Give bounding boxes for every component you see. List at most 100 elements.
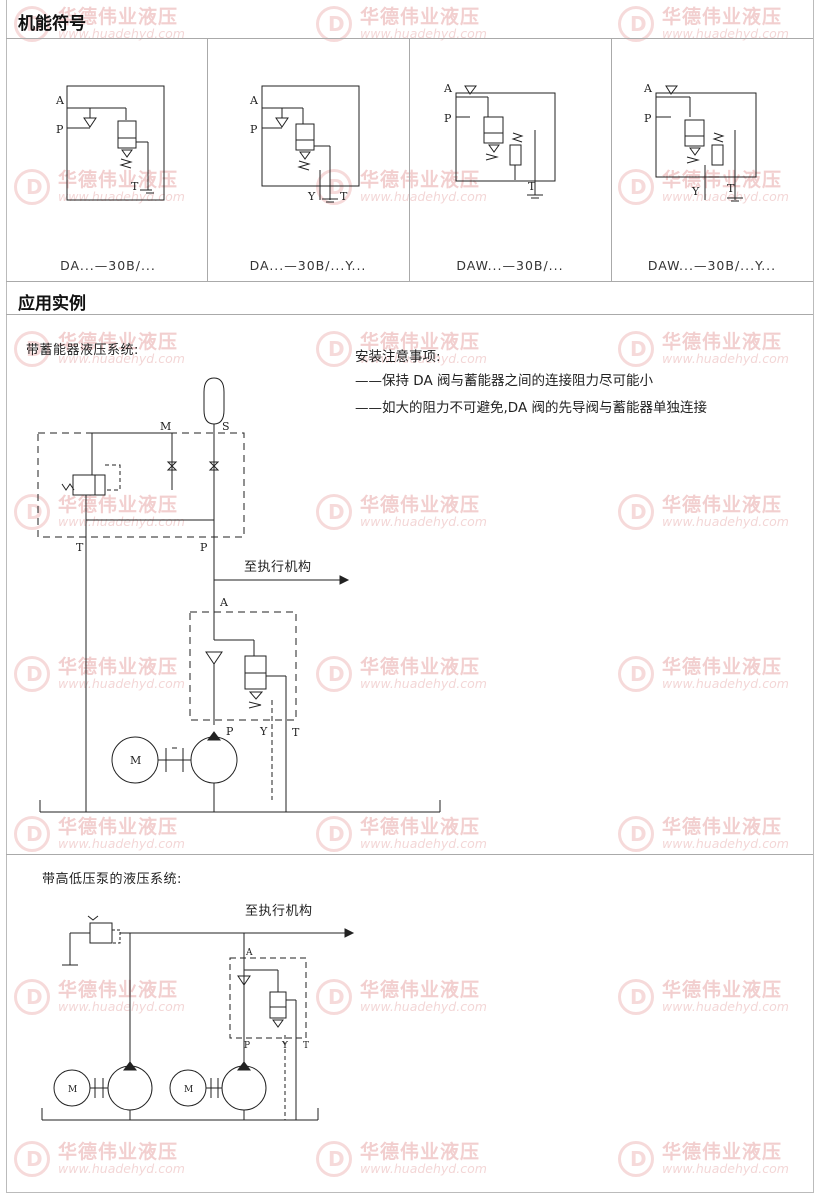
port-label-y: Y (281, 1041, 289, 1051)
watermark-logo-icon (14, 331, 50, 367)
watermark-logo-icon (316, 656, 352, 692)
watermark-logo-icon (14, 1141, 50, 1177)
port-label-t: T (303, 1041, 309, 1051)
port-label-y: Y (691, 185, 700, 198)
high-low-pump-caption: 带高低压泵的液压系统: (42, 872, 182, 887)
watermark-logo-icon (618, 979, 654, 1015)
port-label-p: P (200, 541, 208, 554)
to-actuator-label: 至执行机构 (245, 904, 313, 919)
watermark-logo-icon (14, 656, 50, 692)
port-label-m: M (160, 420, 171, 433)
install-note-2: ——如大的阻力不可避免,DA 阀的先导阀与蓄能器单独连接 (355, 400, 707, 416)
watermark-logo-icon (316, 169, 352, 205)
port-label-y: Y (259, 725, 268, 738)
section-title-examples: 应用实例 (18, 294, 86, 314)
port-label-a: A (55, 94, 65, 107)
watermark-logo-icon (618, 6, 654, 42)
port-label-t: T (727, 182, 735, 195)
watermark-logo-icon (316, 1141, 352, 1177)
functional-symbols: A P T A P Y T A P T A P Y T (55, 82, 757, 203)
symbol-label: DAW...—30B/... (456, 258, 564, 273)
watermark-logo-icon (316, 6, 352, 42)
watermark-logo-icon (14, 979, 50, 1015)
port-label-t: T (76, 541, 84, 554)
symbol-daw (455, 85, 556, 199)
symbol-label: DA...—30B/...Y... (249, 258, 367, 273)
symbol-da (66, 85, 165, 201)
port-label-t: T (340, 190, 348, 203)
motor-label: M (68, 1085, 77, 1095)
port-label-a: A (245, 948, 253, 958)
port-label-p: P (644, 112, 652, 125)
watermark-logo-icon (316, 979, 352, 1015)
motor-label: M (184, 1085, 193, 1095)
port-label-t: T (292, 726, 300, 739)
port-label-p: P (444, 112, 452, 125)
watermark-logo-icon (316, 494, 352, 530)
divider (6, 281, 813, 282)
watermark-logo-icon (618, 331, 654, 367)
watermark-logo-icon (14, 169, 50, 205)
watermark-logo-icon (618, 169, 654, 205)
port-label-y: Y (307, 190, 316, 203)
watermark-logo-icon (618, 494, 654, 530)
divider (6, 854, 813, 855)
watermark-logo-icon (618, 1141, 654, 1177)
port-label-a: A (219, 596, 229, 609)
port-label-p: P (244, 1041, 250, 1051)
divider (6, 314, 813, 315)
port-label-a: A (249, 94, 259, 107)
page-frame (6, 0, 814, 1193)
port-label-s: S (222, 420, 230, 433)
symbol-label: DA...—30B/... (60, 258, 156, 273)
install-notes-title: 安装注意事项: (355, 349, 441, 365)
install-note-1: ——保持 DA 阀与蓄能器之间的连接阻力尽可能小 (355, 373, 653, 389)
watermark-logo-icon (316, 816, 352, 852)
symbol-daw-y (655, 85, 757, 202)
cell-divider (409, 38, 410, 281)
symbol-label: DAW...—30B/...Y... (647, 258, 777, 273)
port-label-t: T (131, 180, 139, 193)
cell-divider (207, 38, 208, 281)
accumulator-system-diagram: M S T P A P Y T M (37, 377, 441, 813)
section-title-symbols: 机能符号 (18, 14, 86, 34)
watermark-logo-icon (14, 6, 50, 42)
accumulator-system-caption: 带蓄能器液压系统: (26, 343, 139, 358)
port-label-p: P (56, 123, 64, 136)
symbol-da-y (261, 85, 360, 203)
cell-divider (611, 38, 612, 281)
to-actuator-label: 至执行机构 (244, 560, 312, 575)
watermark-logo-icon (618, 816, 654, 852)
port-label-a: A (643, 82, 653, 95)
watermark-logo-icon (316, 331, 352, 367)
port-label-p: P (250, 123, 258, 136)
watermark-logo-icon (14, 816, 50, 852)
motor-label: M (130, 754, 141, 767)
port-label-t: T (528, 180, 536, 193)
port-label-p: P (226, 725, 234, 738)
port-label-a: A (443, 82, 453, 95)
